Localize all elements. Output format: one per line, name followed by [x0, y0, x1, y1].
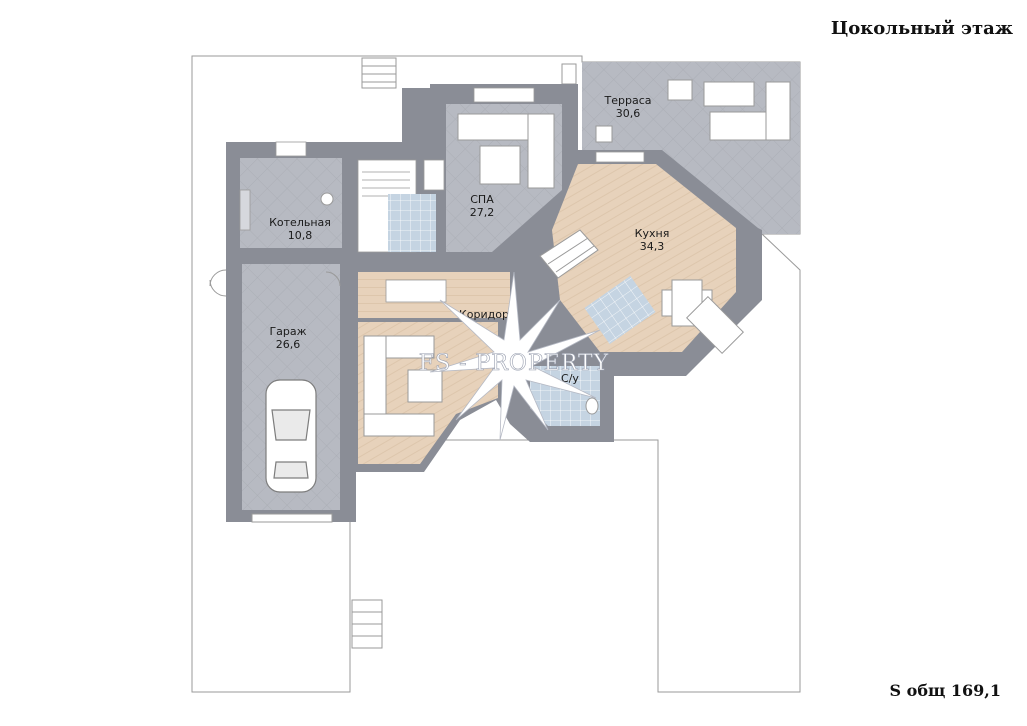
toilet — [585, 397, 599, 415]
kitchen-furniture — [661, 279, 744, 354]
terrace-stairs — [561, 63, 577, 85]
kitchen-tile-zone — [584, 275, 656, 345]
label-corridor-name: Коридор — [459, 308, 509, 321]
label-terrace-area: 30,6 — [616, 107, 641, 120]
label-spa-area: 27,2 — [470, 206, 495, 219]
room-labels: Терраса 30,6 СПА 27,2 Котельная 10,8 Кух… — [269, 94, 669, 385]
watermark-logo: FS - PROPERTY — [418, 271, 609, 441]
windows — [275, 87, 645, 163]
total-area: S общ 169,1 — [889, 681, 1001, 700]
entrance-stairs — [351, 57, 397, 649]
shower-room — [388, 194, 436, 252]
label-kitchen-name: Кухня — [635, 227, 670, 240]
label-garage-area: 26,6 — [276, 338, 301, 351]
label-boiler-area: 10,8 — [288, 229, 313, 242]
label-terrace-name: Терраса — [604, 94, 652, 107]
label-boiler-name: Котельная — [269, 216, 331, 229]
car — [265, 379, 317, 493]
page-title: Цокольный этаж — [830, 18, 1013, 39]
label-kitchen-area: 34,3 — [640, 240, 665, 253]
terrace-furniture — [595, 79, 791, 143]
spa-sofa — [457, 113, 555, 189]
doors — [209, 269, 341, 297]
garage-gate — [251, 513, 333, 523]
watermark-text: FS - PROPERTY — [419, 351, 609, 376]
label-spa-name: СПА — [470, 193, 494, 206]
label-garage-name: Гараж — [269, 325, 306, 338]
label-bathroom-name: С/у — [561, 372, 579, 385]
living-sofa — [363, 335, 443, 437]
boiler-unit — [320, 192, 334, 206]
kitchen-stairs — [539, 229, 599, 279]
